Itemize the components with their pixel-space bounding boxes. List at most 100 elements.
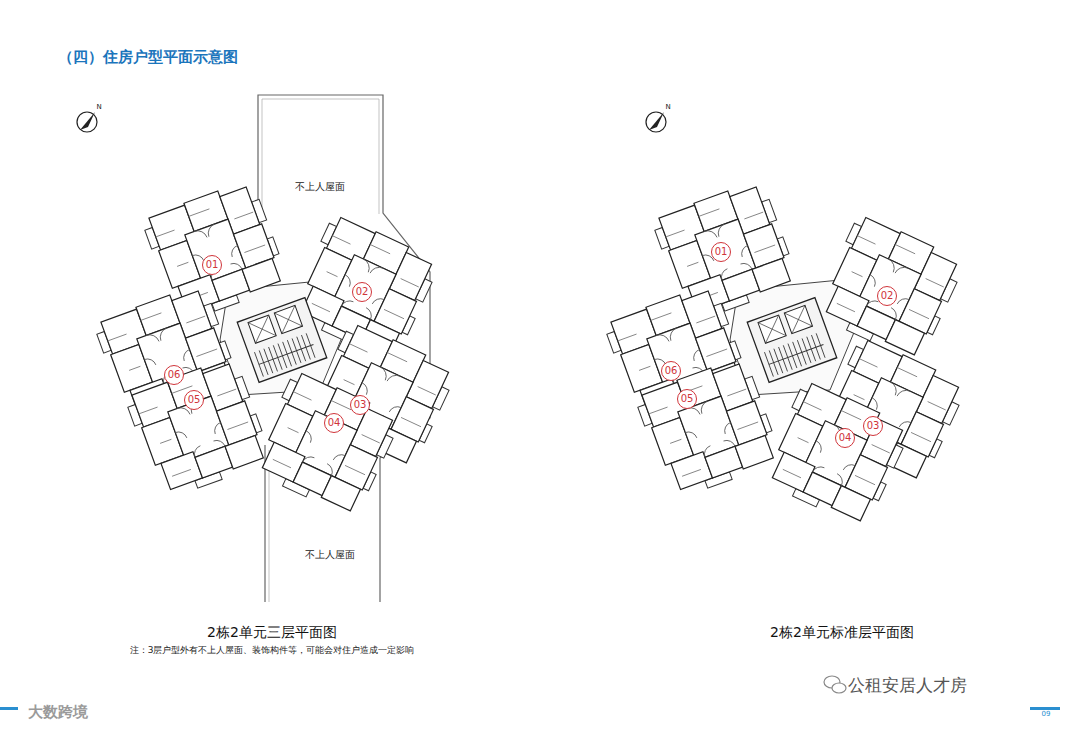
door-arc xyxy=(722,422,734,434)
elevator-cross xyxy=(248,315,276,343)
north-letter: N xyxy=(665,103,670,111)
inner-wall xyxy=(649,407,668,414)
inner-wall xyxy=(293,392,311,400)
inner-wall xyxy=(727,389,746,396)
unit-number-circle: 01 xyxy=(202,255,222,275)
inner-wall xyxy=(854,395,865,400)
unit-number: 06 xyxy=(168,370,181,380)
door-arc xyxy=(146,332,159,345)
room-wall xyxy=(225,435,263,468)
apartment-unit xyxy=(248,368,402,519)
room-wall xyxy=(831,486,870,521)
inner-wall xyxy=(312,303,330,311)
inner-wall xyxy=(696,316,715,323)
inner-wall xyxy=(682,469,701,476)
unit-number-circle: 01 xyxy=(711,242,731,262)
inner-wall xyxy=(803,402,821,410)
unit-number-circle: 05 xyxy=(677,389,697,409)
inner-wall xyxy=(798,438,809,443)
door-arc xyxy=(698,401,711,414)
roof-outline xyxy=(262,99,379,214)
inner-wall xyxy=(737,422,758,430)
door-arc xyxy=(359,259,372,272)
door-arc xyxy=(389,404,401,416)
door-arc xyxy=(691,349,703,361)
plan-caption: 2栋2单元三层平面图 xyxy=(207,624,337,641)
inner-wall xyxy=(639,366,650,370)
inner-wall xyxy=(706,349,727,357)
door-arc xyxy=(866,275,878,287)
door-arc xyxy=(341,275,353,287)
north-arrow xyxy=(646,112,666,132)
inner-wall xyxy=(345,465,365,474)
unit-number-circle: 06 xyxy=(164,365,184,385)
door-arc xyxy=(656,332,669,345)
apartment-unit xyxy=(634,356,783,502)
stair-core xyxy=(237,298,327,383)
page-title: （四）住房户型平面示意图 xyxy=(58,48,238,66)
door-arc xyxy=(229,245,241,257)
inner-wall xyxy=(273,459,291,467)
elevator-cross xyxy=(758,315,786,343)
core-wall xyxy=(747,298,837,383)
door-arc xyxy=(372,296,384,308)
inner-wall xyxy=(670,439,681,443)
elevator-cross xyxy=(274,305,302,333)
footer-bar xyxy=(1030,707,1060,710)
door-arc xyxy=(741,261,753,273)
door-arc xyxy=(358,383,370,395)
inner-wall xyxy=(401,279,419,287)
core-wall xyxy=(237,298,327,383)
door-arc xyxy=(194,228,207,241)
door-arc xyxy=(175,429,187,441)
inner-wall xyxy=(156,230,175,237)
inner-wall xyxy=(331,400,351,409)
unit-number: 01 xyxy=(206,260,219,270)
door-arc xyxy=(181,349,193,361)
inner-wall xyxy=(911,432,931,441)
door-arc xyxy=(886,382,899,395)
unit-number-circle: 02 xyxy=(352,282,372,302)
north-pointer xyxy=(649,112,664,130)
inner-wall xyxy=(108,334,127,341)
inner-wall xyxy=(139,407,158,414)
door-arc xyxy=(724,438,736,450)
door-arc xyxy=(362,308,374,320)
apartment-unit xyxy=(603,283,752,429)
door-arc xyxy=(212,422,224,434)
elevator xyxy=(248,315,276,343)
door-arc xyxy=(719,269,731,281)
stair-step xyxy=(254,352,263,376)
door-arc xyxy=(884,259,897,272)
inner-wall xyxy=(196,349,217,357)
inner-wall xyxy=(895,244,915,253)
apartment-unit xyxy=(812,212,966,363)
door-arc xyxy=(704,228,717,241)
door-arc xyxy=(231,261,243,273)
inner-wall xyxy=(909,309,929,318)
note-text: 注：3层户型外有不上人屋面、装饰构件等，可能会对住户造成一定影响 xyxy=(130,645,415,656)
inner-wall xyxy=(926,279,944,287)
inner-wall xyxy=(855,475,875,484)
apartment-unit xyxy=(758,378,912,529)
door-arc xyxy=(895,264,908,277)
inner-wall xyxy=(160,439,171,443)
door-arc xyxy=(887,308,899,320)
elevator xyxy=(274,305,302,333)
inner-wall xyxy=(344,380,355,385)
door-arc xyxy=(667,328,680,341)
roof-label: 不上人屋面 xyxy=(295,181,345,193)
door-arc xyxy=(843,462,855,474)
door-arc xyxy=(715,224,728,237)
north-pointer xyxy=(80,112,95,130)
door-arc xyxy=(370,264,383,277)
door-arc xyxy=(205,224,218,237)
inner-wall xyxy=(857,236,875,244)
inner-wall xyxy=(327,272,338,277)
unit-number-circle: 05 xyxy=(184,390,204,410)
inner-wall xyxy=(837,303,855,311)
inner-wall xyxy=(687,262,698,266)
unit-number: 03 xyxy=(354,400,367,410)
inner-wall xyxy=(244,245,265,253)
